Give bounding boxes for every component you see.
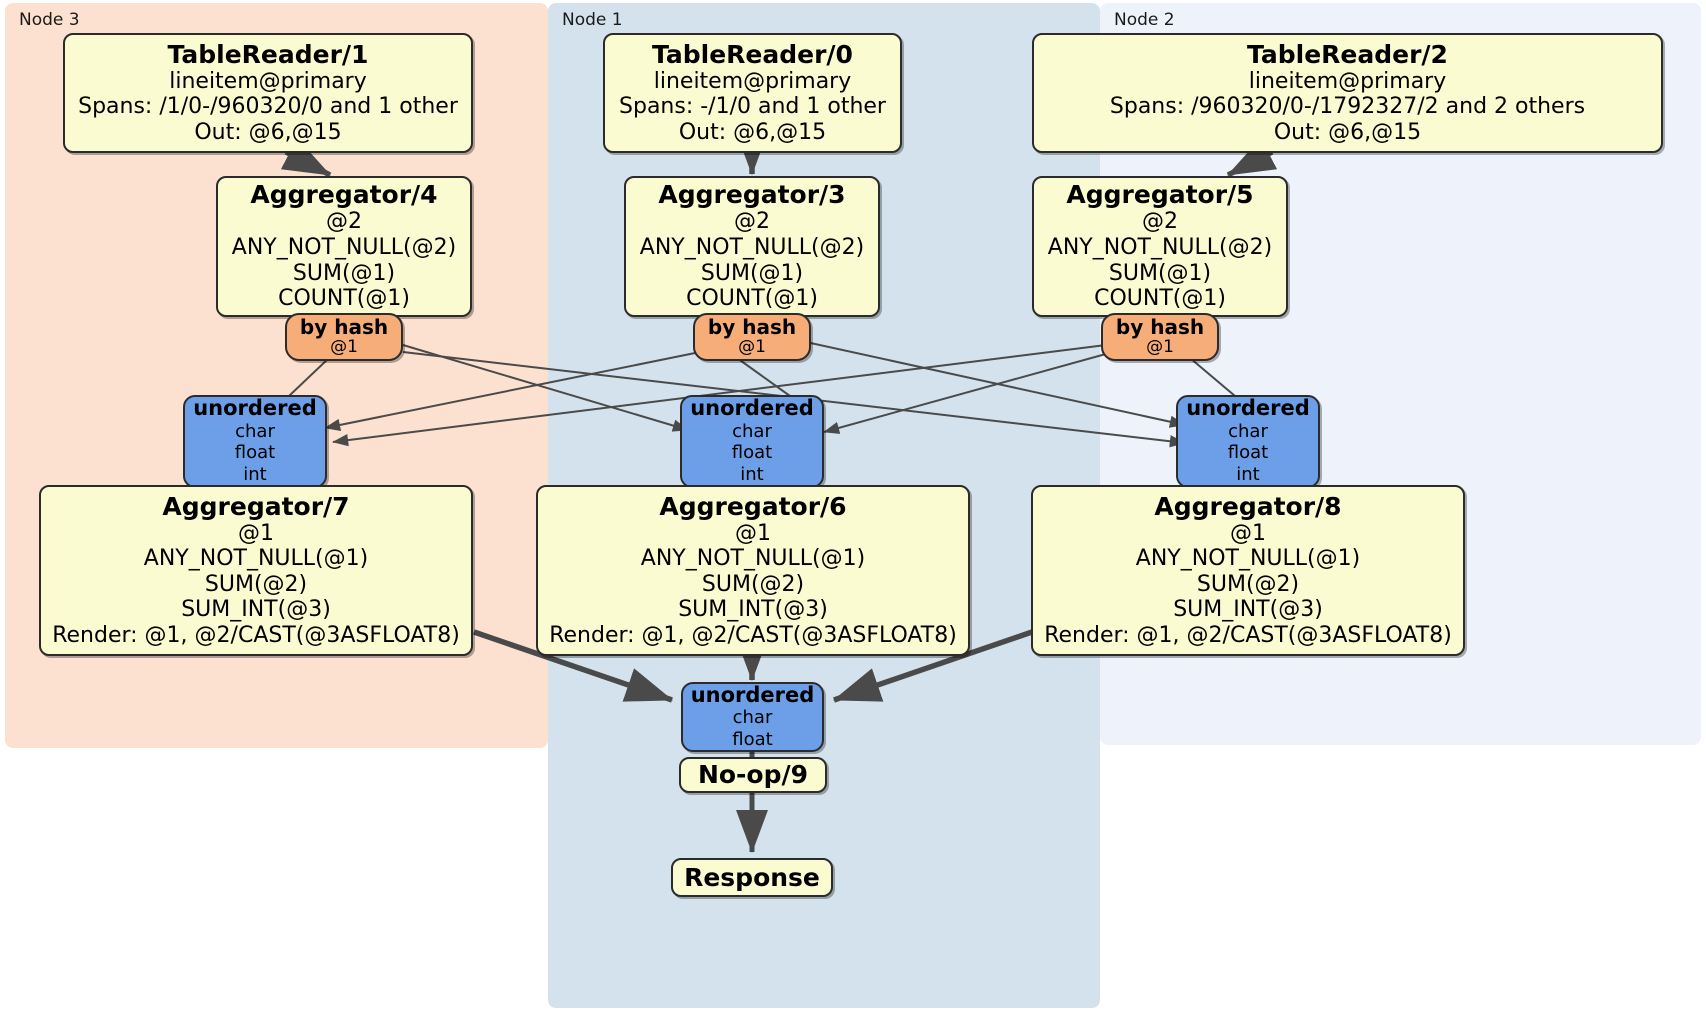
sync-line: char bbox=[235, 420, 275, 442]
processor-line: ANY_NOT_NULL(@2) bbox=[231, 234, 457, 260]
processor-title: TableReader/0 bbox=[652, 39, 853, 69]
processor-line: lineitem@primary bbox=[1248, 68, 1447, 94]
sync-line: char bbox=[1228, 420, 1268, 442]
router-line: @1 bbox=[738, 337, 766, 358]
processor-line: @2 bbox=[1142, 209, 1178, 235]
processor-tablereader-0[interactable]: TableReader/0 lineitem@primary Spans: -/… bbox=[603, 33, 902, 153]
sync-line: float bbox=[732, 728, 773, 750]
processor-title: No-op/9 bbox=[697, 760, 809, 789]
processor-title: Aggregator/4 bbox=[250, 180, 438, 210]
node-panel-label: Node 3 bbox=[19, 10, 80, 30]
processor-title: Aggregator/5 bbox=[1066, 180, 1254, 210]
processor-aggregator-4[interactable]: Aggregator/4 @2 ANY_NOT_NULL(@2) SUM(@1)… bbox=[216, 176, 472, 317]
processor-line: SUM(@2) bbox=[204, 571, 308, 597]
processor-title: Aggregator/3 bbox=[658, 180, 846, 210]
processor-line: SUM_INT(@3) bbox=[181, 597, 331, 623]
synchronizer-unordered-node2[interactable]: unordered char float int bbox=[1176, 395, 1320, 488]
processor-line: ANY_NOT_NULL(@2) bbox=[1047, 234, 1273, 260]
processor-line: ANY_NOT_NULL(@2) bbox=[639, 234, 865, 260]
sync-line: float bbox=[234, 442, 276, 464]
processor-title: Response bbox=[684, 862, 820, 892]
node-panel-label: Node 2 bbox=[1114, 10, 1175, 30]
processor-line: SUM_INT(@3) bbox=[678, 597, 828, 623]
processor-line: @2 bbox=[734, 209, 770, 235]
processor-line: COUNT(@1) bbox=[686, 286, 818, 312]
output-router-by-hash-node3[interactable]: by hash @1 bbox=[285, 313, 403, 361]
processor-title: Aggregator/7 bbox=[162, 491, 350, 521]
processor-line: Spans: /1/0-/960320/0 and 1 other bbox=[78, 94, 458, 120]
processor-line: Spans: /960320/0-/1792327/2 and 2 others bbox=[1109, 94, 1586, 120]
sync-title: unordered bbox=[1186, 396, 1310, 421]
processor-line: ANY_NOT_NULL(@1) bbox=[1135, 546, 1361, 572]
router-title: by hash bbox=[707, 315, 797, 340]
processor-title: TableReader/2 bbox=[1247, 39, 1448, 69]
synchronizer-unordered-node1[interactable]: unordered char float int bbox=[680, 395, 824, 488]
sync-line: char bbox=[732, 707, 773, 729]
processor-aggregator-3[interactable]: Aggregator/3 @2 ANY_NOT_NULL(@2) SUM(@1)… bbox=[624, 176, 880, 317]
processor-line: SUM(@1) bbox=[292, 260, 396, 286]
sync-line: float bbox=[1227, 442, 1269, 464]
sync-line: int bbox=[243, 464, 267, 486]
processor-line: SUM(@1) bbox=[700, 260, 804, 286]
sync-title: unordered bbox=[690, 396, 814, 421]
router-title: by hash bbox=[1115, 315, 1205, 340]
sync-title: unordered bbox=[193, 396, 317, 421]
processor-line: Out: @6,@15 bbox=[678, 119, 827, 145]
processor-line: COUNT(@1) bbox=[278, 286, 410, 312]
processor-line: SUM_INT(@3) bbox=[1173, 597, 1323, 623]
processor-line: ANY_NOT_NULL(@1) bbox=[143, 546, 369, 572]
processor-tablereader-2[interactable]: TableReader/2 lineitem@primary Spans: /9… bbox=[1032, 33, 1663, 153]
processor-line: Render: @1, @2/CAST(@3ASFLOAT8) bbox=[1044, 622, 1452, 648]
output-router-by-hash-node1[interactable]: by hash @1 bbox=[693, 313, 811, 361]
processor-line: @1 bbox=[238, 520, 274, 546]
sync-title: unordered bbox=[690, 682, 815, 707]
sync-line: char bbox=[732, 420, 772, 442]
node-panel-label: Node 1 bbox=[562, 10, 623, 30]
processor-aggregator-8[interactable]: Aggregator/8 @1 ANY_NOT_NULL(@1) SUM(@2)… bbox=[1031, 485, 1465, 656]
processor-line: lineitem@primary bbox=[653, 68, 852, 94]
processor-line: Spans: -/1/0 and 1 other bbox=[619, 94, 886, 120]
processor-line: Out: @6,@15 bbox=[194, 119, 342, 145]
sync-line: int bbox=[1236, 464, 1260, 486]
processor-line: ANY_NOT_NULL(@1) bbox=[640, 546, 866, 572]
processor-title: Aggregator/8 bbox=[1154, 491, 1342, 521]
router-title: by hash bbox=[299, 315, 389, 340]
processor-title: TableReader/1 bbox=[167, 39, 369, 69]
output-router-by-hash-node2[interactable]: by hash @1 bbox=[1101, 313, 1219, 361]
processor-line: SUM(@2) bbox=[701, 571, 805, 597]
processor-line: lineitem@primary bbox=[169, 68, 367, 94]
processor-line: @2 bbox=[326, 209, 362, 235]
processor-line: SUM(@2) bbox=[1196, 571, 1300, 597]
processor-line: SUM(@1) bbox=[1108, 260, 1212, 286]
processor-line: Render: @1, @2/CAST(@3ASFLOAT8) bbox=[549, 622, 957, 648]
processor-aggregator-7[interactable]: Aggregator/7 @1 ANY_NOT_NULL(@1) SUM(@2)… bbox=[39, 485, 473, 656]
sync-line: float bbox=[731, 442, 773, 464]
processor-line: Out: @6,@15 bbox=[1273, 119, 1422, 145]
processor-line: COUNT(@1) bbox=[1094, 286, 1226, 312]
processor-tablereader-1[interactable]: TableReader/1 lineitem@primary Spans: /1… bbox=[63, 33, 473, 153]
processor-response[interactable]: Response bbox=[671, 858, 833, 897]
processor-line: @1 bbox=[1230, 520, 1266, 546]
processor-title: Aggregator/6 bbox=[659, 491, 847, 521]
processor-line: Render: @1, @2/CAST(@3ASFLOAT8) bbox=[52, 622, 460, 648]
sync-line: int bbox=[740, 464, 764, 486]
router-line: @1 bbox=[330, 337, 358, 358]
processor-aggregator-6[interactable]: Aggregator/6 @1 ANY_NOT_NULL(@1) SUM(@2)… bbox=[536, 485, 970, 656]
synchronizer-unordered-node3[interactable]: unordered char float int bbox=[183, 395, 327, 488]
router-line: @1 bbox=[1146, 337, 1174, 358]
processor-noop-9[interactable]: No-op/9 bbox=[679, 757, 827, 793]
processor-line: @1 bbox=[735, 520, 771, 546]
synchronizer-unordered-final[interactable]: unordered char float bbox=[681, 682, 824, 752]
processor-aggregator-5[interactable]: Aggregator/5 @2 ANY_NOT_NULL(@2) SUM(@1)… bbox=[1032, 176, 1288, 317]
